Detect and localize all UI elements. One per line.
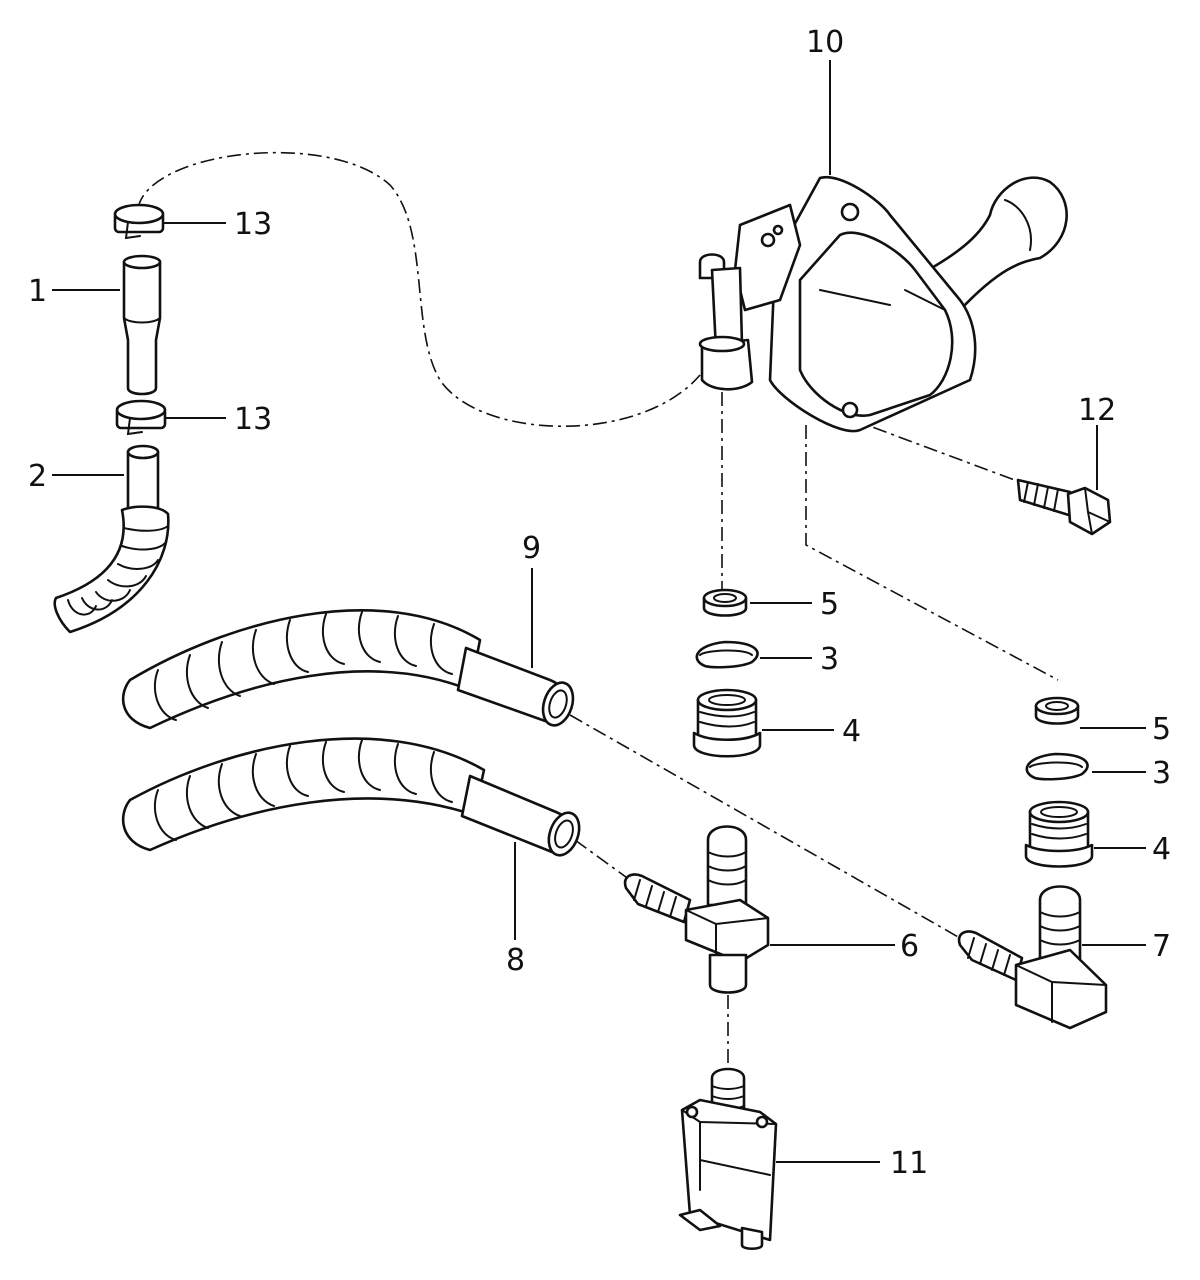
elbow-connector — [957, 885, 1108, 1030]
snap-ring-right — [1025, 752, 1089, 781]
callout-12: 12 — [1078, 393, 1116, 428]
threaded-plug-left — [692, 688, 762, 758]
callout-5-right: 5 — [1152, 712, 1171, 747]
callout-9: 9 — [522, 531, 541, 566]
callout-5-left: 5 — [820, 587, 839, 622]
pressure-switch — [678, 1067, 778, 1251]
seal-ring-right — [1034, 696, 1080, 725]
hose-clamp-lower — [115, 399, 167, 436]
callout-4-right: 4 — [1152, 832, 1171, 867]
callout-13-lower: 13 — [234, 402, 272, 437]
callout-3-left: 3 — [820, 642, 839, 677]
corrugated-hose-upper — [121, 609, 575, 730]
callout-7: 7 — [1152, 929, 1171, 964]
callout-labels: 13 1 13 2 10 12 5 3 4 5 3 4 9 8 6 7 11 — [28, 25, 1171, 1181]
callout-10: 10 — [806, 25, 844, 60]
hand-brake-valve — [698, 175, 1068, 433]
callout-6: 6 — [900, 929, 919, 964]
callout-3-right: 3 — [1152, 756, 1171, 791]
callout-8: 8 — [506, 943, 525, 978]
hex-bolt — [1016, 478, 1112, 536]
callout-11: 11 — [890, 1146, 928, 1181]
assembly-guide-lines — [137, 151, 1059, 1070]
callout-2: 2 — [28, 459, 47, 494]
corrugated-hose-small — [53, 444, 170, 634]
leader-lines — [52, 60, 1146, 1163]
short-hose — [122, 254, 162, 396]
seal-ring-left — [702, 588, 748, 617]
threaded-plug-right — [1024, 800, 1094, 868]
t-connector — [623, 825, 770, 994]
callout-4-left: 4 — [842, 714, 861, 749]
hose-clamp-upper — [113, 203, 165, 240]
callout-13-upper: 13 — [234, 207, 272, 242]
snap-ring-left — [695, 640, 759, 669]
callout-1: 1 — [28, 274, 47, 309]
corrugated-hose-lower — [121, 737, 581, 857]
